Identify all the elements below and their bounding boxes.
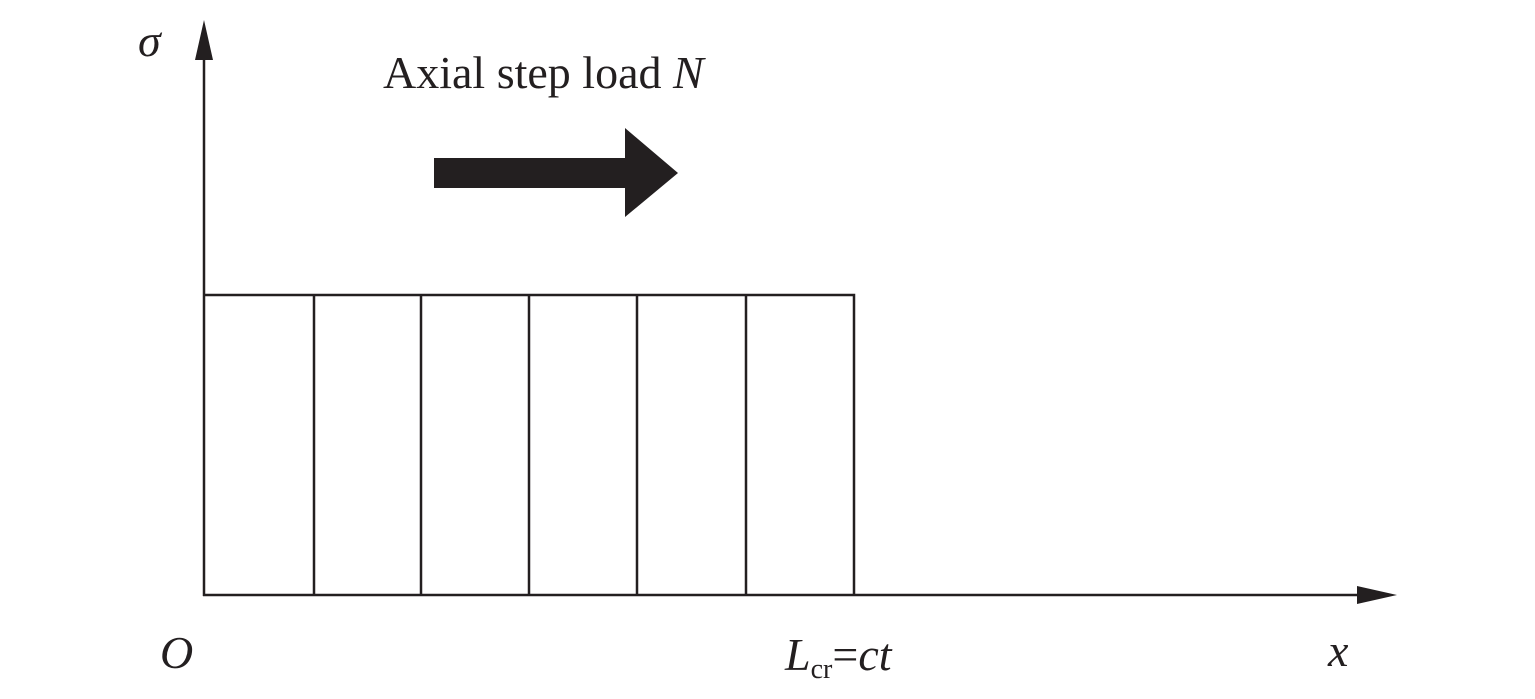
length-subscript: cr — [810, 654, 833, 685]
wave-front-expression: ct — [858, 629, 892, 680]
y-axis-arrowhead — [195, 20, 213, 60]
load-label: Axial step load N — [383, 50, 704, 96]
x-axis-label: x — [1328, 625, 1349, 676]
load-symbol: N — [673, 47, 704, 98]
x-axis-arrowhead — [1357, 586, 1397, 604]
length-symbol: L — [785, 629, 811, 680]
origin-label: O — [160, 627, 194, 678]
critical-length-label: Lcr=ct — [785, 632, 892, 684]
equals-sign: = — [832, 629, 859, 680]
y-axis-label: σ — [138, 15, 161, 66]
load-text: Axial step load — [383, 47, 673, 98]
load-direction-arrow-icon — [434, 128, 678, 217]
